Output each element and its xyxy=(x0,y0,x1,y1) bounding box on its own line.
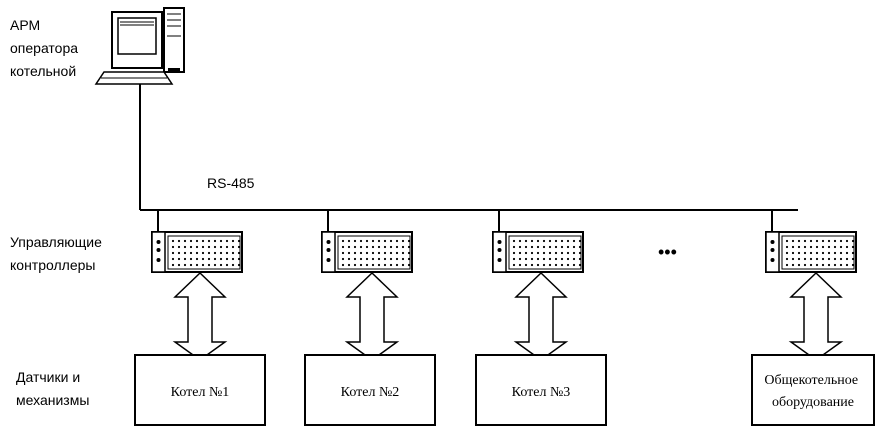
workstation-label-line2: оператора xyxy=(10,40,78,56)
boiler-label: Котел №3 xyxy=(512,385,571,400)
workstation-label-line3: котельной xyxy=(10,63,76,79)
controller-icon xyxy=(492,231,584,273)
controller-icon xyxy=(321,231,413,273)
double-arrow-icon xyxy=(172,271,228,361)
double-arrow-icon xyxy=(788,271,844,361)
double-arrow-icon xyxy=(513,271,569,361)
boiler-box: Котел №1 xyxy=(134,354,266,426)
general-equipment-line1: Общекотельное xyxy=(764,373,858,388)
sensors-label-line2: механизмы xyxy=(16,392,89,408)
computer-icon xyxy=(94,7,185,85)
bus-label: RS-485 xyxy=(207,175,255,191)
controllers-label-line2: контроллеры xyxy=(10,257,95,273)
workstation-label-line1: АРМ xyxy=(10,17,40,33)
controllers-label-line1: Управляющие xyxy=(10,234,102,250)
sensors-label-line1: Датчики и xyxy=(16,369,80,385)
workstation-label: АРМ оператора котельной xyxy=(10,17,82,79)
boiler-label: Котел №2 xyxy=(341,385,400,400)
controller-icon xyxy=(151,231,243,273)
general-equipment-label: Общекотельное оборудование xyxy=(764,373,861,410)
boiler-label: Котел №1 xyxy=(171,385,230,400)
boiler-box: Общекотельное оборудование xyxy=(751,354,875,426)
double-arrow-icon xyxy=(344,271,400,361)
controllers-label: Управляющие контроллеры xyxy=(10,234,106,273)
ellipsis: ••• xyxy=(658,242,677,262)
controller-icon xyxy=(765,231,857,273)
boiler-box: Котел №2 xyxy=(304,354,436,426)
general-equipment-line2: оборудование xyxy=(772,395,854,410)
sensors-label: Датчики и механизмы xyxy=(16,369,89,408)
boiler-box: Котел №3 xyxy=(475,354,607,426)
